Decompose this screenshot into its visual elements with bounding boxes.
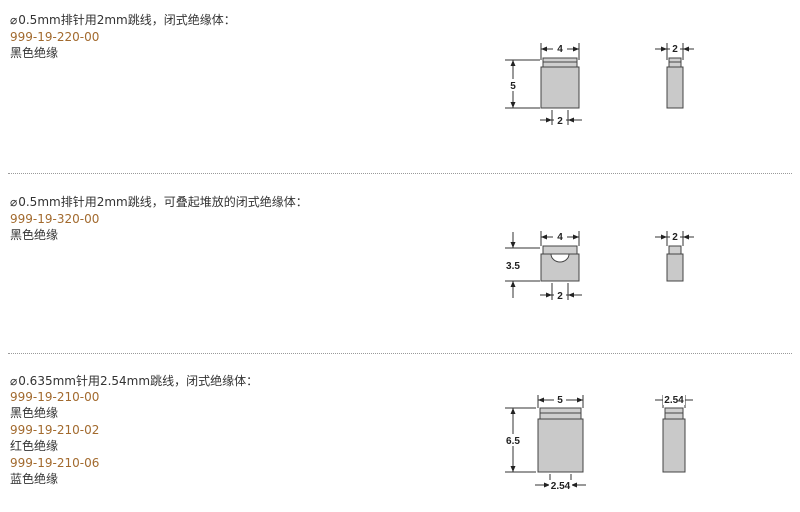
dim-side-width-label: 2 (672, 232, 678, 243)
section-title: ⌀0.5mm排针用2mm跳线，可叠起堆放的闭式绝缘体： (10, 195, 308, 209)
dim-pitch-label: 2 (557, 116, 563, 127)
dim-width-label: 5 (557, 395, 563, 406)
part-number[interactable]: 999-19-210-00 (10, 390, 100, 404)
part-number[interactable]: 999-19-220-00 (10, 30, 100, 44)
section-divider (8, 173, 792, 174)
dim-side-width-label: 2.54 (664, 395, 684, 406)
side-view-drawing: 2 (655, 231, 694, 282)
front-view-drawing: 4 3.5 2 (503, 231, 582, 302)
section-title: ⌀0.5mm排针用2mm跳线，闭式绝缘体： (10, 13, 236, 27)
dim-height-label: 5 (510, 81, 516, 92)
dim-side-width-label: 2 (672, 44, 678, 55)
part-number[interactable]: 999-19-320-00 (10, 212, 100, 226)
section-title-text: 0.5mm排针用2mm跳线，可叠起堆放的闭式绝缘体： (18, 195, 308, 209)
insulation-color: 红色绝缘 (10, 439, 59, 453)
dim-pitch-label: 2 (557, 291, 563, 302)
front-view-drawing: 5 6.5 2.54 (503, 395, 586, 492)
section-title: ⌀0.635mm针用2.54mm跳线，闭式绝缘体： (10, 374, 258, 388)
section-divider (8, 353, 792, 354)
section-title-text: 0.5mm排针用2mm跳线，闭式绝缘体： (18, 13, 236, 27)
dim-height-label: 6.5 (506, 436, 520, 447)
insulation-color: 黑色绝缘 (10, 46, 59, 60)
insulation-color: 黑色绝缘 (10, 228, 59, 242)
dim-pitch-label: 2.54 (551, 481, 571, 492)
diameter-symbol: ⌀ (10, 13, 18, 27)
dim-height-label: 3.5 (506, 261, 520, 272)
part-number[interactable]: 999-19-210-06 (10, 456, 100, 470)
dim-width-label: 4 (557, 44, 563, 55)
side-view-drawing: 2 (655, 43, 694, 109)
insulation-color: 黑色绝缘 (10, 406, 59, 420)
front-view-drawing: 4 5 2 (505, 43, 582, 127)
dim-width-label: 4 (557, 232, 563, 243)
side-view-drawing: 2.54 (655, 395, 693, 473)
diameter-symbol: ⌀ (10, 374, 18, 388)
insulation-color: 蓝色绝缘 (10, 472, 59, 486)
part-number[interactable]: 999-19-210-02 (10, 423, 100, 437)
diameter-symbol: ⌀ (10, 195, 18, 209)
section-title-text: 0.635mm针用2.54mm跳线，闭式绝缘体： (18, 374, 259, 388)
